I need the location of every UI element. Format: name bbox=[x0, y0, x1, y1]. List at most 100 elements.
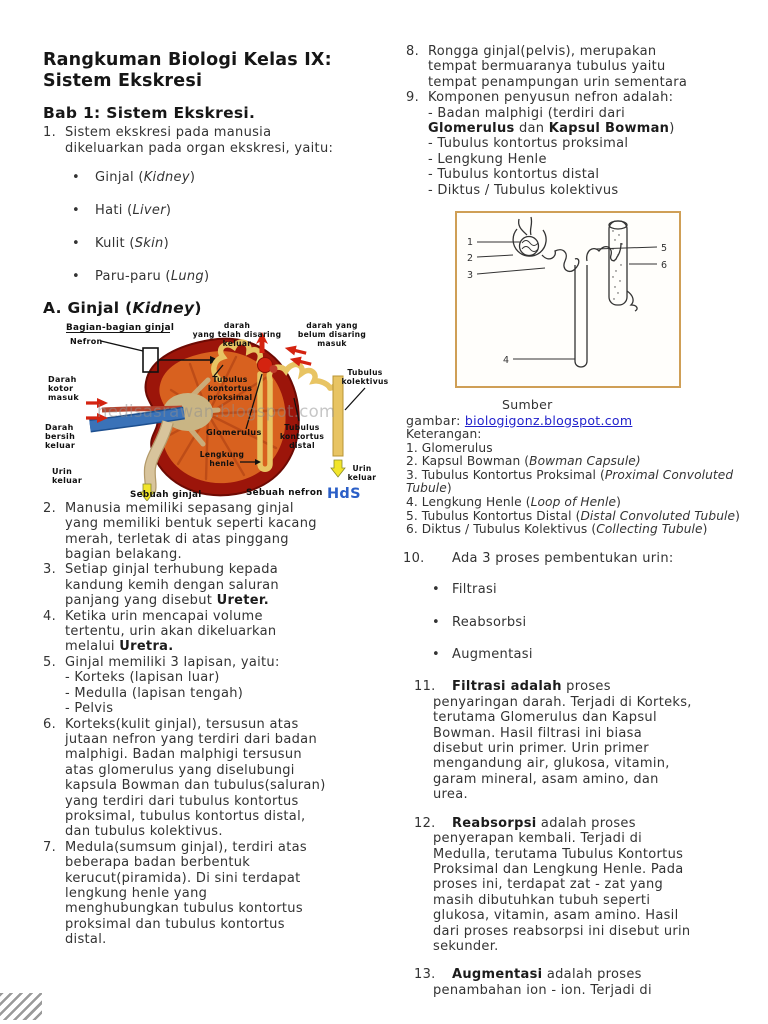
item-number: 1. bbox=[43, 125, 57, 141]
urine-out-arrow-right bbox=[330, 459, 346, 478]
glomerulus-term: Glomerulus bbox=[428, 121, 515, 137]
page-title-line2: Sistem Ekskresi bbox=[43, 71, 203, 91]
glomerulus-ball bbox=[257, 356, 273, 373]
blood-in-arrows bbox=[86, 397, 108, 423]
uretra-term: Uretra. bbox=[119, 639, 174, 655]
organ-latin: Liver bbox=[132, 203, 166, 219]
darah-belum-label: darah yang bbox=[306, 321, 357, 330]
urin-keluar-left-label: Urin bbox=[52, 467, 72, 476]
augmentasi-term: Augmentasi bbox=[452, 967, 543, 983]
ordered-item-8: 8. Rongga ginjal(pelvis), merupakan temp… bbox=[406, 44, 688, 90]
source-line1: Sumber bbox=[502, 397, 553, 413]
nephron-figure-svg: 1 2 3 4 5 6 bbox=[467, 216, 667, 368]
svg-text:kotor: kotor bbox=[48, 384, 73, 393]
ordered-item-2: 2. Manusia memiliki sepasang ginjal yang… bbox=[43, 500, 317, 563]
organ-name: Kulit ( bbox=[95, 235, 135, 251]
svg-text:bersih: bersih bbox=[45, 432, 75, 441]
source-link[interactable]: biologigonz.blogspot.com bbox=[464, 412, 633, 428]
figure2-number-2: 2 bbox=[467, 253, 473, 264]
section-a-heading: A. Ginjal (Kidney) bbox=[43, 299, 202, 318]
nefron-label: Nefron bbox=[70, 337, 103, 346]
number-leader-lines bbox=[476, 241, 658, 360]
bullet-icon: • bbox=[432, 582, 440, 598]
keterangan-item-1: 1. Glomerulus bbox=[406, 440, 493, 455]
kapsul-bowman-term: Kapsul Bowman bbox=[548, 121, 670, 137]
keterangan-item-2: 2. Kapsul Bowman (Bowman Capsule) bbox=[406, 454, 641, 469]
label-leader-lines bbox=[213, 364, 366, 463]
ordered-item-9: 9. Komponen penyusun nefron adalah: - Ba… bbox=[406, 90, 675, 198]
filtered-blood-up-arrow bbox=[256, 331, 268, 353]
ordered-item-13: 13.Augmentasi adalah proses penambahan i… bbox=[414, 967, 652, 998]
organ-name: Paru-paru ( bbox=[95, 268, 171, 284]
urine-out-arrow-left bbox=[139, 483, 155, 502]
process-bullet-augmentasi: • Augmentasi bbox=[432, 647, 533, 663]
svg-text:keluar: keluar bbox=[45, 441, 75, 450]
ordered-item-7: 7. Medula(sumsum ginjal), terdiri atas b… bbox=[43, 839, 307, 948]
source-credit: Sumber gambar: biologigonz.blogspot.com bbox=[406, 397, 754, 428]
ordered-item-4: 4. Ketika urin mencapai volume tertentu,… bbox=[43, 608, 277, 655]
tubulus-kolektivus-label: Tubulus bbox=[347, 368, 382, 377]
ureter-term: Ureter. bbox=[216, 593, 270, 609]
item1-line: Sistem ekskresi pada manusia bbox=[65, 125, 272, 141]
darah-bersih-label: Darah bbox=[45, 423, 74, 432]
organ-name: Ginjal ( bbox=[95, 170, 144, 186]
duct-stipple-dots bbox=[612, 230, 623, 300]
nephron-figure: 1 2 3 4 5 6 bbox=[455, 211, 681, 389]
left-column: Rangkuman Biologi Kelas IX:Sistem Ekskre… bbox=[43, 46, 395, 948]
collecting-duct bbox=[332, 375, 344, 457]
organ-bullet-list: • Ginjal (Kidney) • Hati (Liver) • Kulit… bbox=[43, 170, 395, 284]
organ-name: Hati ( bbox=[95, 203, 133, 219]
bullet-icon: • bbox=[432, 647, 440, 663]
figure2-number-1: 1 bbox=[467, 237, 473, 248]
svg-text:proksimal: proksimal bbox=[208, 393, 253, 402]
tubulus-distal-label: Tubulus bbox=[284, 423, 319, 432]
watermark-text: hedisasrawan.blogspot.com bbox=[97, 402, 335, 421]
hds-logo: HdS bbox=[327, 486, 361, 501]
ordered-item-5: 5. Ginjal memiliki 3 lapisan, yaitu: - K… bbox=[43, 654, 280, 717]
svg-text:kontortus: kontortus bbox=[208, 384, 252, 393]
page-title: Rangkuman Biologi Kelas IX:Sistem Ekskre… bbox=[43, 50, 395, 92]
chapter-heading: Bab 1: Sistem Ekskresi. bbox=[43, 104, 256, 122]
organ-bullet-paru: • Paru-paru (Lung) bbox=[72, 268, 210, 284]
page-title-line1: Rangkuman Biologi Kelas IX: bbox=[43, 50, 332, 70]
svg-text:yang telah disaring: yang telah disaring bbox=[193, 330, 282, 339]
process-bullet-reabsorbsi: • Reabsorbsi bbox=[432, 614, 527, 630]
lengkung-henle-label: Lengkung bbox=[200, 450, 245, 459]
organ-bullet-hati: • Hati (Liver) bbox=[72, 203, 172, 219]
keterangan-item-5: 5. Tubulus Kontortus Distal (Distal Conv… bbox=[406, 508, 740, 523]
ordered-item-3: 3. Setiap ginjal terhubung kepada kandun… bbox=[43, 562, 279, 609]
sebuah-nefron-caption: Sebuah nefron bbox=[246, 488, 323, 498]
svg-text:kontortus: kontortus bbox=[280, 432, 324, 441]
unfiltered-blood-arrows bbox=[284, 345, 312, 367]
nefron-callout-box bbox=[142, 347, 159, 373]
darah-kotor-label: Darah bbox=[48, 375, 77, 384]
bullet-icon: • bbox=[72, 235, 80, 251]
source-line2: gambar: biologigonz.blogspot.com bbox=[406, 412, 633, 428]
svg-text:masuk: masuk bbox=[317, 339, 347, 348]
svg-text:kolektivus: kolektivus bbox=[342, 377, 389, 386]
pelvis-branches bbox=[183, 377, 221, 447]
kidney-figure: hedisasrawan.blogspot.com Bagian-bagian … bbox=[40, 318, 392, 502]
keterangan-item-6: 6. Diktus / Tubulus Kolektivus (Collecti… bbox=[406, 522, 708, 537]
lengkung-arrowhead bbox=[255, 458, 261, 465]
reabsorpsi-term: Reabsorpsi bbox=[452, 815, 537, 831]
organ-latin: Lung bbox=[170, 268, 204, 284]
renal-vein bbox=[89, 407, 185, 431]
filtrasi-term: Filtrasi adalah bbox=[452, 679, 562, 695]
figure2-number-5: 5 bbox=[661, 243, 667, 254]
figure-title: Bagian-bagian ginjal bbox=[66, 323, 174, 333]
nefron-leader-line bbox=[100, 340, 144, 352]
svg-text:keluar: keluar bbox=[52, 476, 82, 485]
svg-text:distal: distal bbox=[289, 441, 315, 450]
ordered-item-10: 10.Ada 3 proses pembentukan urin: bbox=[403, 550, 674, 566]
keterangan-list: Keterangan: 1. Glomerulus 2. Kapsul Bowm… bbox=[406, 427, 754, 537]
right-column: 8. Rongga ginjal(pelvis), merupakan temp… bbox=[403, 44, 754, 998]
darah-disaring-label: darah bbox=[224, 321, 250, 330]
process-bullet-list: • Filtrasi • Reabsorbsi • Augmentasi bbox=[406, 582, 754, 662]
kidney-figure-svg: hedisasrawan.blogspot.com Bagian-bagian … bbox=[45, 321, 389, 502]
tubulus-proksimal-label: Tubulus bbox=[212, 375, 247, 384]
ordered-item-11: 11.Filtrasi adalah proses penyaringan da… bbox=[414, 679, 692, 803]
organ-bullet-kulit: • Kulit (Skin) bbox=[72, 235, 169, 251]
ordered-item-12: 12.Reabsorpsi adalah proses penyerapan k… bbox=[414, 815, 691, 954]
